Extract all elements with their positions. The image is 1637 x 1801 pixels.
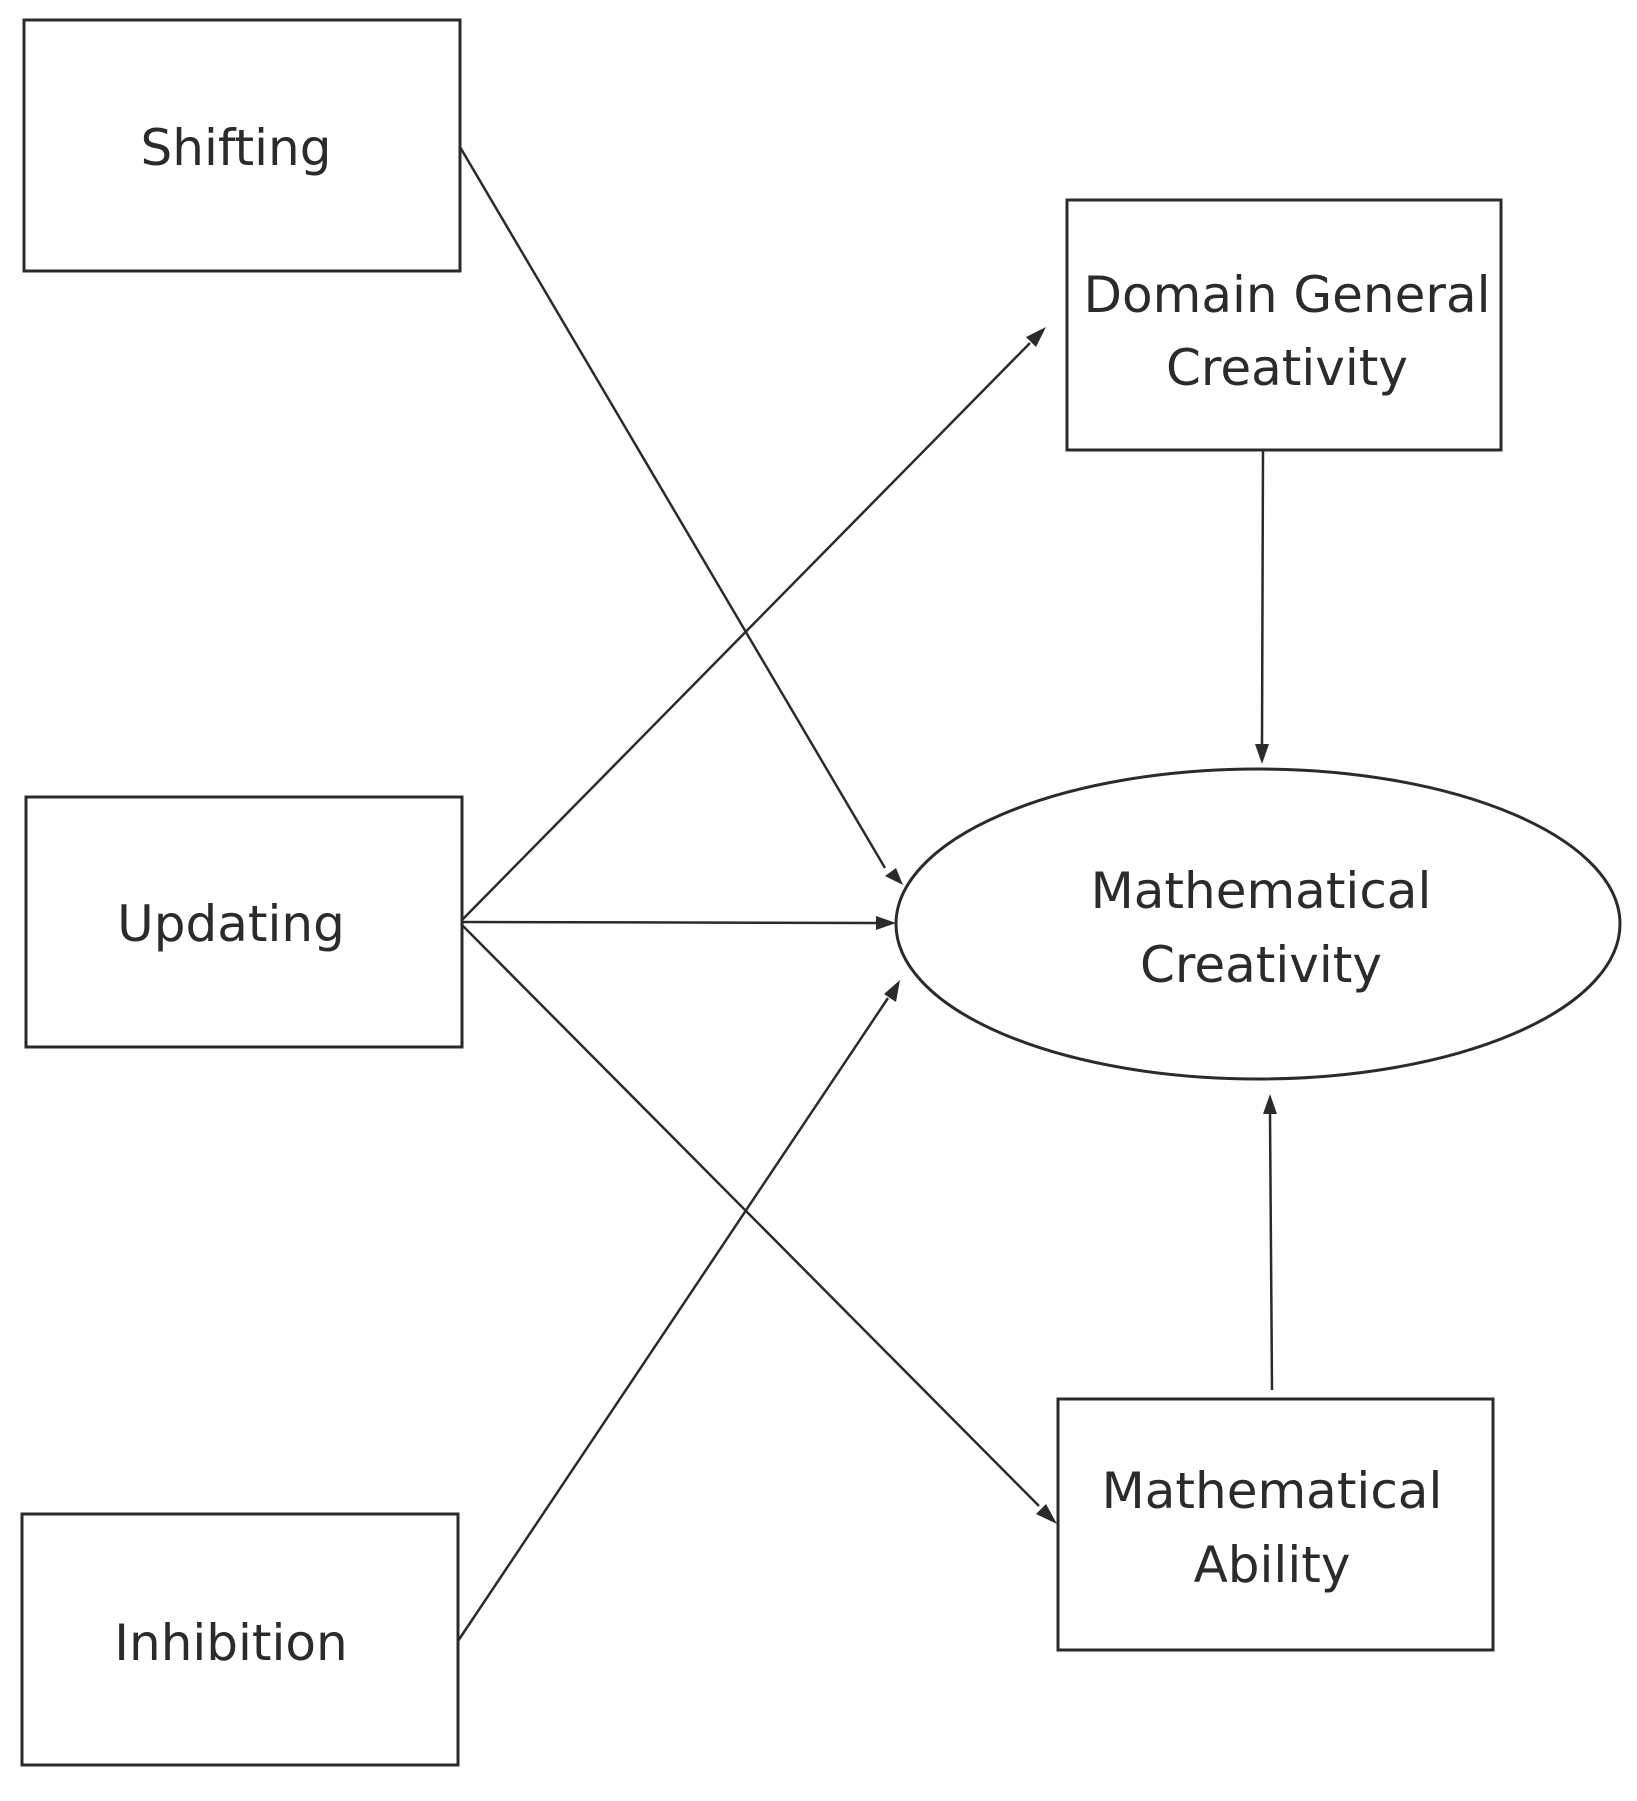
edge-line xyxy=(456,997,890,1642)
node-box xyxy=(22,18,462,273)
edge-line xyxy=(1268,1113,1274,1391)
edge-shifting-to-mathematical-creativity xyxy=(458,146,903,885)
node-label-line-2: Ability xyxy=(1194,1536,1351,1594)
arrowhead xyxy=(1255,744,1269,764)
edge-line xyxy=(458,146,887,869)
node-ellipse xyxy=(894,767,1622,1081)
node-shifting: Shifting xyxy=(22,18,462,273)
node-mathematical-ability: Mathematical Ability xyxy=(1056,1397,1495,1652)
arrowhead xyxy=(1263,1094,1277,1114)
edge-domain-general-creativity-to-mathematical-creativity xyxy=(1255,449,1269,764)
edge-line xyxy=(461,920,879,925)
edge-updating-to-domain-general-creativity xyxy=(461,327,1046,921)
node-label-line-2: Creativity xyxy=(1166,339,1408,397)
node-box xyxy=(24,795,464,1049)
node-label-line-1: Domain General xyxy=(1084,266,1491,324)
edge-updating-to-mathematical-ability xyxy=(461,924,1057,1524)
node-box xyxy=(20,1512,460,1767)
edge-updating-to-mathematical-creativity xyxy=(461,916,896,930)
node-label: Inhibition xyxy=(114,1614,347,1672)
node-label: Updating xyxy=(117,895,345,953)
arrowhead xyxy=(885,868,903,885)
arrowhead xyxy=(876,916,896,930)
node-label: Shifting xyxy=(141,119,332,177)
node-inhibition: Inhibition xyxy=(20,1512,460,1767)
node-updating: Updating xyxy=(24,795,464,1049)
node-box xyxy=(1065,198,1503,452)
node-box xyxy=(1056,1397,1495,1652)
edges xyxy=(456,146,1277,1642)
arrowhead xyxy=(1026,327,1046,347)
node-mathematical-creativity: Mathematical Creativity xyxy=(894,767,1622,1081)
edge-mathematical-ability-to-mathematical-creativity xyxy=(1263,1094,1277,1391)
arrowhead xyxy=(884,980,900,1002)
node-label-line-2: Creativity xyxy=(1140,936,1382,994)
node-label-line-1: Mathematical xyxy=(1102,1462,1443,1520)
edge-line xyxy=(1260,449,1265,745)
node-label-line-1: Mathematical xyxy=(1091,862,1432,920)
arrowhead xyxy=(1036,1504,1057,1524)
node-domain-general-creativity: Domain General Creativity xyxy=(1065,198,1503,452)
edge-line xyxy=(461,342,1031,921)
edge-line xyxy=(461,924,1040,1507)
edge-inhibition-to-mathematical-creativity xyxy=(456,980,900,1642)
